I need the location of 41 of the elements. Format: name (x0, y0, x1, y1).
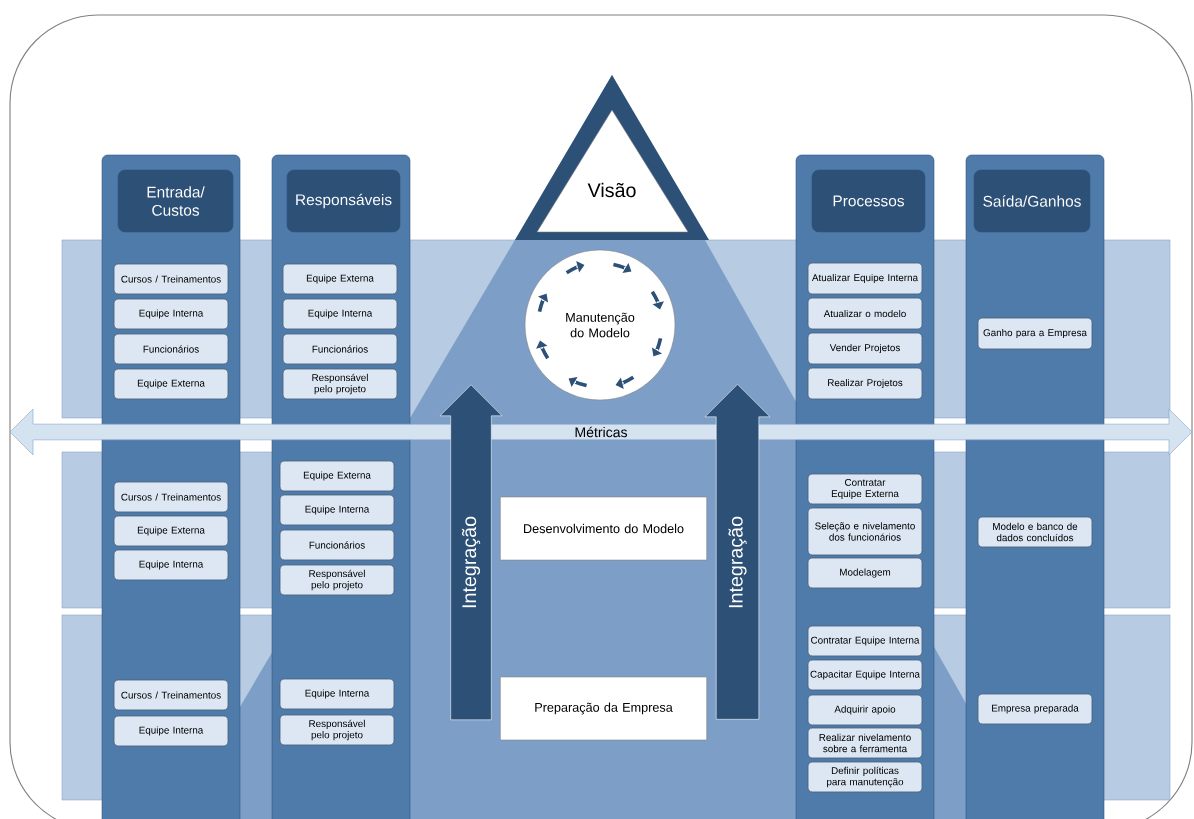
list-item: Funcionários (279, 529, 395, 561)
list-item: Equipe Interna (282, 298, 398, 330)
list-item: Equipe Externa (113, 368, 229, 400)
list-item: Adquirir apoio (807, 694, 923, 726)
stage-box: Preparação da Empresa (500, 676, 707, 741)
vision-triangle: Visão (536, 109, 689, 233)
list-item: Atualizar Equipe Interna (807, 262, 923, 295)
list-item: Modelagem (807, 557, 923, 589)
list-item: Modelo e banco de dados concluídos (977, 516, 1093, 548)
list-item: Responsável pelo projeto (279, 564, 395, 596)
list-item: Equipe Interna (279, 494, 395, 526)
list-item: Definir políticas para manutenção (807, 761, 923, 793)
list-item: Ganho para a Empresa (977, 317, 1093, 350)
list-item: Funcionários (113, 333, 229, 365)
list-item: Vender Projetos (807, 332, 923, 365)
column-header: Responsáveis (286, 169, 401, 233)
list-item: Cursos / Treinamentos (113, 679, 229, 711)
list-item: Responsável pelo projeto (279, 714, 395, 746)
list-item: Seleção e nivelamento dos funcionários (807, 507, 923, 556)
list-item: Equipe Externa (113, 515, 229, 547)
list-item: Equipe Interna (113, 715, 229, 747)
list-item: Contratar Equipe Interna (807, 625, 923, 657)
list-item: Equipe Externa (279, 460, 395, 492)
list-item: Realizar Projetos (807, 367, 923, 400)
list-item: Responsável pelo projeto (282, 368, 398, 400)
column-header: Entrada/ Custos (117, 169, 234, 233)
column-header: Processos (811, 169, 926, 233)
list-item: Empresa preparada (977, 693, 1093, 725)
column-header: Saída/Ganhos (973, 169, 1091, 233)
list-item: Contratar Equipe Externa (807, 473, 923, 505)
list-item: Capacitar Equipe Interna (807, 659, 923, 691)
list-item: Realizar nivelamento sobre a ferramenta (807, 727, 923, 759)
list-item: Cursos / Treinamentos (113, 263, 229, 295)
list-item: Equipe Interna (113, 549, 229, 581)
list-item: Equipe Externa (282, 263, 398, 295)
list-item: Equipe Interna (113, 298, 229, 330)
stage-box: Desenvolvimento do Modelo (500, 496, 707, 561)
list-item: Funcionários (282, 333, 398, 365)
list-item: Cursos / Treinamentos (113, 481, 229, 513)
list-item: Atualizar o modelo (807, 297, 923, 330)
list-item: Equipe Interna (279, 678, 395, 710)
